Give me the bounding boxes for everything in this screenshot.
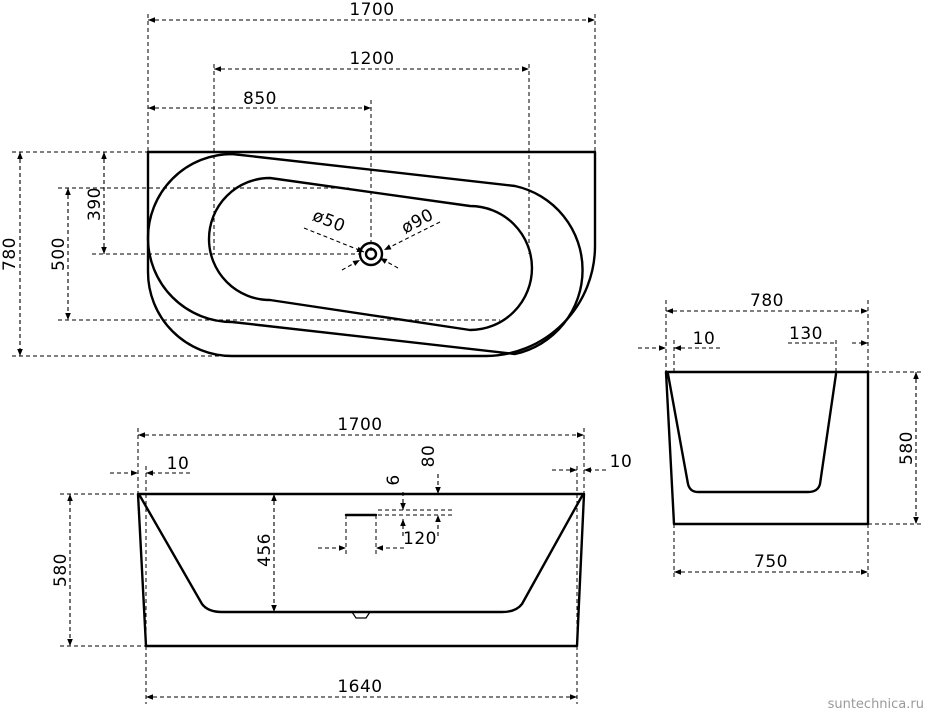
dim-drain-from-edge: 390 [85, 187, 105, 221]
dim-drain-offset: 850 [243, 89, 277, 109]
top-view: 1700 1200 850 780 500 390 ø50 ø90 [0, 0, 597, 358]
side-basin-outline [666, 372, 838, 494]
dim-front-inner-depth: 456 [255, 533, 275, 567]
dim-inner-length: 1200 [349, 49, 394, 69]
dim-front-detail-small: 6 [384, 474, 404, 485]
tub-outer-outline [146, 150, 597, 358]
dim-side-height: 580 [897, 431, 917, 465]
front-basin-outline [138, 494, 584, 614]
dim-side-right-offset: 130 [789, 324, 823, 344]
dim-front-left-offset: 10 [167, 454, 190, 474]
dim-front-height: 580 [51, 553, 71, 587]
dim-inner-width: 500 [49, 237, 69, 271]
dim-side-top-width: 780 [750, 291, 784, 311]
dim-front-detail-width: 120 [403, 529, 437, 549]
side-outer-outline [664, 370, 870, 526]
dim-drain-diameter: ø50 [310, 206, 349, 237]
dim-front-detail-height: 80 [419, 445, 439, 468]
front-drain-outline [351, 611, 371, 619]
drain-outer-circle [358, 241, 384, 267]
dim-overall-width: 780 [0, 237, 20, 271]
dim-overflow-diameter: ø90 [398, 205, 437, 238]
front-outer-outline [136, 492, 586, 648]
watermark: suntechnica.ru [828, 697, 924, 712]
front-view: 1700 10 10 580 456 6 80 1 [51, 415, 632, 704]
dim-front-bottom-length: 1640 [337, 677, 382, 697]
dim-side-left-offset: 10 [693, 329, 716, 349]
side-view: 780 10 130 580 750 [638, 291, 924, 580]
dim-top-length: 1700 [349, 0, 394, 20]
tub-rim-outline [146, 152, 584, 356]
dim-front-right-offset: 10 [610, 452, 633, 472]
dim-front-length: 1700 [337, 415, 382, 435]
dim-side-bottom-width: 750 [754, 552, 788, 572]
tub-basin-outline [207, 176, 534, 332]
